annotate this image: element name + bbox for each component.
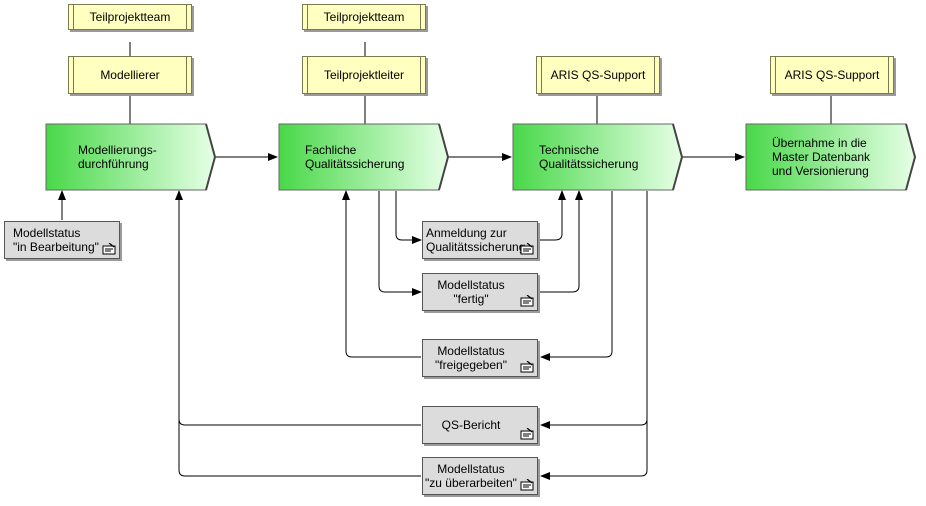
role-teilprojektteam-2[interactable]: Teilprojektteam xyxy=(302,4,426,30)
document-icon xyxy=(520,243,534,255)
function-fachliche-qualitaetssicherung[interactable]: Fachliche Qualitätssicherung xyxy=(278,123,450,191)
document-qs-bericht[interactable]: QS-Bericht xyxy=(422,406,538,444)
document-label: QS-Bericht xyxy=(441,418,501,432)
document-label: Modellstatus "in Bearbeitung" xyxy=(13,226,99,254)
role-modellierer[interactable]: Modellierer xyxy=(68,56,192,94)
arrow-zu-ueberarbeiten-to-f1 xyxy=(178,420,421,477)
document-label: Modellstatus "fertig" xyxy=(437,278,505,306)
arrow-qs-bericht-to-f1 xyxy=(175,190,421,426)
document-icon xyxy=(520,479,534,491)
role-connectors xyxy=(129,42,832,125)
document-icon xyxy=(102,243,116,255)
document-anmeldung-qualitaetssicherung[interactable]: Anmeldung zur Qualitätssicherung xyxy=(422,221,538,259)
document-modellstatus-freigegeben[interactable]: Modellstatus "freigegeben" xyxy=(422,339,538,377)
arrow-f3-to-qs-bericht xyxy=(540,191,648,429)
function-technische-qualitaetssicherung[interactable]: Technische Qualitätssicherung xyxy=(512,123,684,191)
arrow-fertig-to-f3 xyxy=(539,190,583,293)
document-modellstatus-fertig[interactable]: Modellstatus "fertig" xyxy=(422,273,538,311)
function-label: Übernahme in die Master Datenbank und Ve… xyxy=(772,136,871,178)
function-label: Technische Qualitätssicherung xyxy=(539,143,639,171)
document-label: Modellstatus "zu überarbeiten" xyxy=(425,462,517,490)
function-label: Fachliche Qualitätssicherung xyxy=(305,143,405,171)
role-aris-qs-support-1[interactable]: ARIS QS-Support xyxy=(536,56,660,94)
function-modellierungsdurchfuehrung[interactable]: Modellierungs- durchführung xyxy=(45,123,217,191)
arrow-f2-to-fertig xyxy=(378,191,422,296)
function-shape xyxy=(45,123,217,191)
arrow-freigegeben-to-f2 xyxy=(342,190,421,358)
arrow-f3-to-freigegeben xyxy=(540,191,613,361)
function-label: Modellierungs- durchführung xyxy=(78,143,157,171)
role-teilprojektteam-1[interactable]: Teilprojektteam xyxy=(68,4,192,30)
document-icon xyxy=(520,295,534,307)
document-modellstatus-in-bearbeitung[interactable]: Modellstatus "in Bearbeitung" xyxy=(4,221,120,259)
arrow-f2-to-anmeldung xyxy=(395,191,422,244)
document-label: Modellstatus "freigegeben" xyxy=(435,344,507,372)
function-shape xyxy=(278,123,450,191)
role-aris-qs-support-2[interactable]: ARIS QS-Support xyxy=(770,56,894,94)
document-icon xyxy=(520,428,534,440)
document-icon xyxy=(520,361,534,373)
arrow-anmeldung-to-f3 xyxy=(539,190,566,241)
document-label: Anmeldung zur Qualitätssicherung xyxy=(426,226,526,254)
role-teilprojektleiter[interactable]: Teilprojektleiter xyxy=(302,56,426,94)
function-shape xyxy=(512,123,684,191)
flow-arrows xyxy=(58,153,745,480)
function-uebernahme-master-datenbank[interactable]: Übernahme in die Master Datenbank und Ve… xyxy=(745,123,917,191)
document-modellstatus-zu-ueberarbeiten[interactable]: Modellstatus "zu überarbeiten" xyxy=(422,457,538,495)
function-shape xyxy=(745,123,917,191)
arrow-f3-to-zu-ueberarbeiten xyxy=(540,420,648,480)
